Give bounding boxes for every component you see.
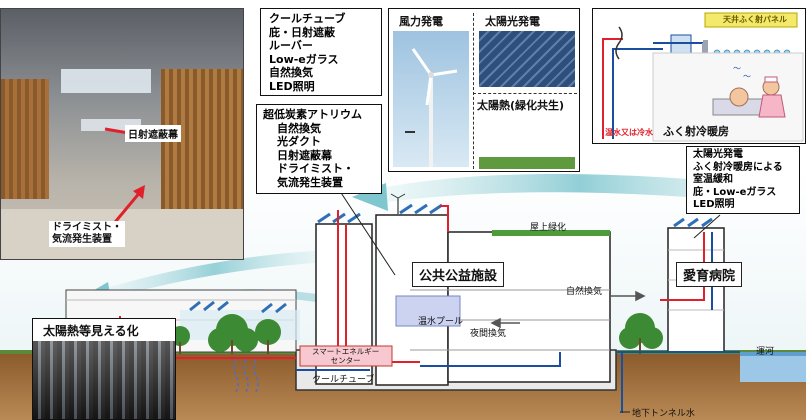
hospital-label: 愛育病院	[676, 262, 743, 287]
cool-tube-label: クールチューブ	[312, 375, 375, 385]
thermal-visualization-photo: 太陽熱等見える化	[32, 318, 176, 420]
public-facility-label: 公共公益施設	[412, 262, 505, 287]
warm-pool-label: 温水プール	[418, 317, 464, 327]
panel-divider-v	[473, 13, 474, 169]
low-carbon-atrium-box: 超低炭素アトリウム 自然換気 光ダクト 日射遮蔽幕 ドライミスト・ 気流発生装置	[256, 104, 382, 194]
radiant-caption: ふく射冷暖房	[663, 125, 729, 138]
ceiling-panel-label: 天井ふく射パネル	[723, 15, 787, 24]
wind-power-label: 風力発電	[399, 15, 443, 28]
tunnel-water-label: 地下トンネル水	[632, 409, 695, 419]
panel-divider-h	[473, 93, 577, 94]
radiant-panel-box: ～ ～ 天井ふく射パネル 温水又は冷水 ふく射冷暖房	[592, 8, 806, 144]
svg-text:～: ～	[733, 64, 741, 73]
wind-turbine-icon	[405, 48, 458, 167]
shade-label: 日射遮蔽幕	[125, 125, 181, 142]
night-ventilation-label: 夜間換気	[470, 329, 507, 339]
thermal-image	[33, 341, 175, 419]
wood-wall-left	[1, 79, 49, 199]
wind-photo	[393, 31, 469, 167]
svg-text:～: ～	[743, 72, 751, 81]
water-label: 温水又は冷水	[605, 128, 653, 137]
smart-energy-label: スマートエネルギー センター	[312, 347, 380, 365]
radiant-diagram: ～ ～	[602, 12, 804, 142]
thermal-title-bar	[33, 319, 175, 341]
hospital-features-box: 太陽光発電 ふく射冷暖房による 室温緩和 庇・Low-eガラス LED照明	[686, 146, 800, 214]
natural-ventilation-label: 自然換気	[566, 287, 603, 297]
mist-label: ドライミスト・ 気流発生装置	[49, 221, 125, 247]
renewable-energy-panel: 風力発電 太陽光発電 太陽熱(緑化共生)	[388, 8, 580, 172]
solar-pv-photo	[479, 31, 575, 87]
thermal-title: 太陽熱等見える化	[43, 324, 139, 338]
canal-label: 運河	[756, 347, 775, 357]
skylight	[61, 69, 151, 93]
solar-thermal-photo	[479, 115, 575, 169]
solar-thermal-label: 太陽熱(緑化共生)	[477, 99, 565, 112]
solar-pv-label: 太陽光発電	[485, 15, 540, 28]
passive-design-box: クールチューブ 庇・日射遮蔽 ルーバー Low-eガラス 自然換気 LED照明	[260, 8, 382, 96]
atrium-photo: 日射遮蔽幕 ドライミスト・ 気流発生装置	[0, 8, 244, 260]
roof-green-label: 屋上緑化	[530, 223, 567, 233]
